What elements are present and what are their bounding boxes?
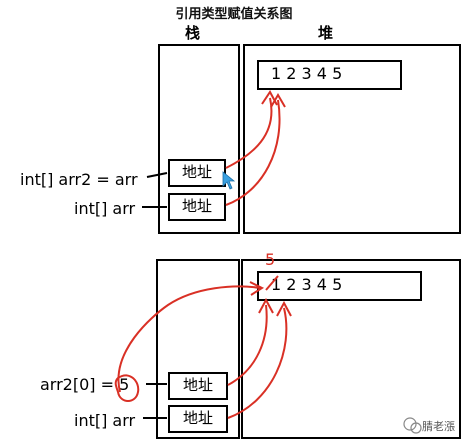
- label-arr2-prefix: arr2[0] =: [40, 375, 120, 394]
- address-box-arr-2: 地址: [168, 405, 228, 433]
- arrowhead-arr2-2: [258, 297, 274, 314]
- heap-header: 堆: [318, 24, 334, 42]
- address-box-arr2-2: 地址: [168, 372, 228, 400]
- stack-panel-2: [156, 259, 240, 439]
- heap-array-1: 1 2 3 4 5: [257, 60, 402, 90]
- reference-arrow-arr-2: [227, 307, 288, 419]
- strike-mark: [265, 275, 279, 291]
- watermark-logo-icon: [403, 417, 422, 434]
- heap-panel-2: [241, 259, 461, 439]
- address-box-arr: 地址: [168, 193, 226, 221]
- reference-arrow-arr2-1: [225, 97, 273, 169]
- arrowhead-arr-2: [276, 300, 292, 317]
- address-box-arr2: 地址: [168, 159, 226, 187]
- value-loop-circle: [114, 374, 140, 402]
- arrowhead-arr-1: [270, 93, 286, 108]
- heap-panel-1: [243, 44, 461, 234]
- overwrite-value: 5: [265, 250, 276, 269]
- assignment-arrow: [117, 285, 261, 393]
- label-arr-declaration-2: int[] arr: [74, 411, 136, 430]
- heap-array-2: 1 2 3 4 5: [257, 271, 422, 301]
- diagram-title: 引用类型赋值关系图: [175, 7, 293, 22]
- connector-line-arr2-1: [146, 172, 168, 178]
- reference-arrow-arr-1: [225, 99, 281, 206]
- mouse-cursor-icon: [222, 171, 236, 190]
- stack-header: 栈: [185, 24, 201, 42]
- stack-panel-1: [158, 44, 240, 234]
- watermark-text: 腈老漲: [422, 420, 455, 433]
- reference-arrow-arr2-2: [227, 304, 268, 386]
- label-arr-declaration-1: int[] arr: [74, 199, 136, 218]
- label-arr2-value: 5: [119, 375, 130, 394]
- label-arr2-assignment: arr2[0] = 5: [40, 375, 129, 394]
- label-arr2-declaration: int[] arr2 = arr: [20, 170, 138, 189]
- arrowhead-assignment: [249, 281, 265, 296]
